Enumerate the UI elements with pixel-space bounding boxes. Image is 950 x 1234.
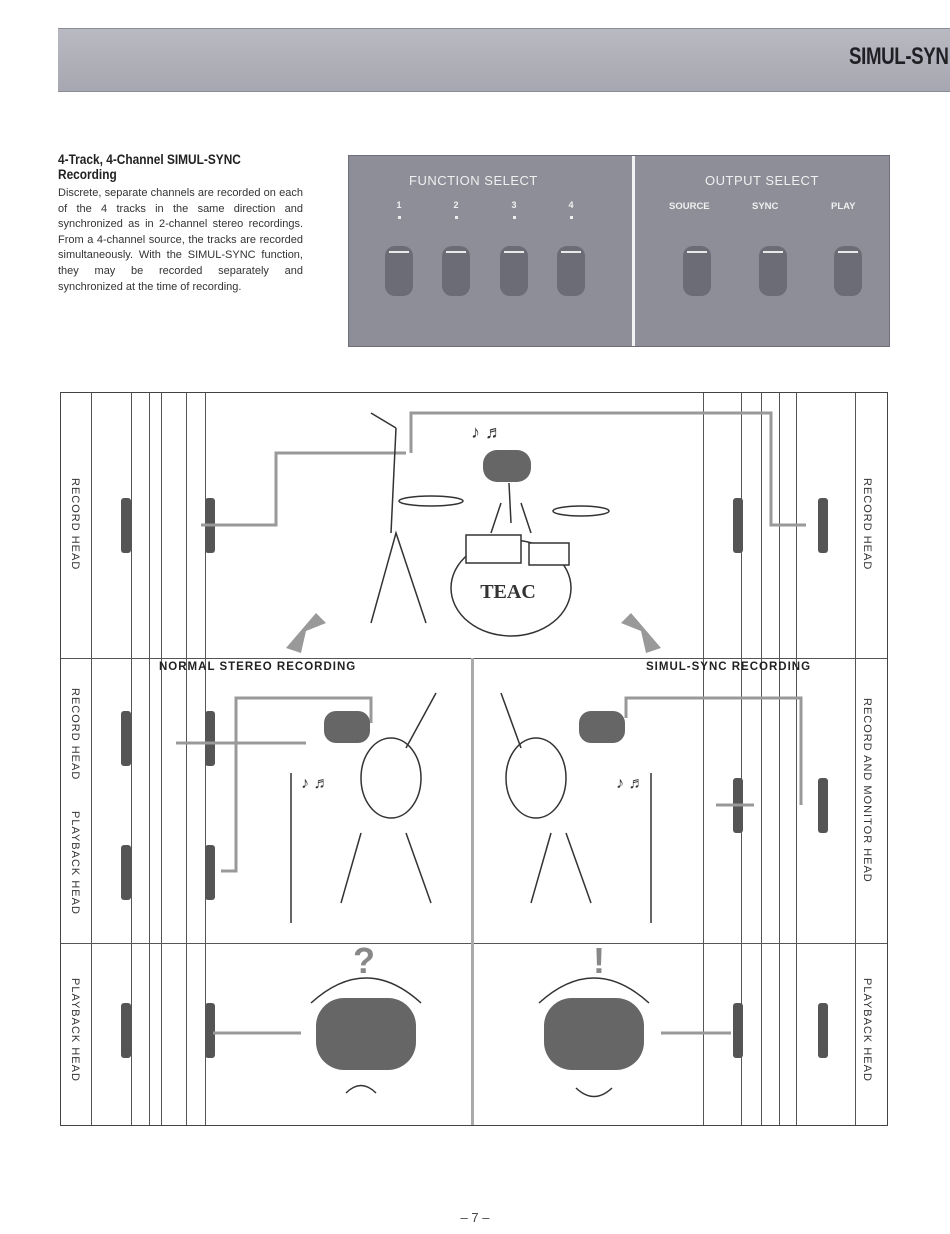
tape-line	[131, 393, 132, 1125]
question-mark: ?	[353, 940, 375, 981]
guitarist-left-head	[324, 711, 370, 743]
exclamation-mark: !	[593, 940, 605, 981]
channel-1-label: 1	[389, 200, 409, 219]
output-select-heading: OUTPUT SELECT	[705, 173, 819, 188]
section-title: 4-Track, 4-Channel SIMUL-SYNC Recording	[58, 152, 241, 182]
output-play-switch	[834, 246, 862, 296]
music-notes-right: ♪ ♬	[616, 775, 644, 792]
guitar-right	[505, 737, 567, 819]
control-panel-photo: FUNCTION SELECT OUTPUT SELECT 1 2 3 4 SO…	[348, 155, 890, 347]
output-sync-label: SYNC	[752, 201, 779, 212]
arrow-down-right	[621, 613, 661, 653]
headphone-band-right	[538, 977, 650, 1004]
frown-mouth	[345, 1084, 377, 1094]
tape-line	[149, 393, 150, 1125]
channel-1-switch	[385, 246, 413, 296]
channel-2-switch	[442, 246, 470, 296]
playback-head-block	[205, 1003, 215, 1058]
page-number: – 7 –	[460, 1210, 490, 1225]
header-banner: SIMUL-SYN	[58, 28, 950, 92]
signal-path-drum-to-record	[201, 451, 406, 527]
record-head-label-top-right: RECORD HEAD	[861, 478, 873, 571]
cymbal-left	[398, 495, 464, 507]
smile-mouth	[575, 1087, 613, 1098]
channel-2-label: 2	[446, 200, 466, 219]
stand-legs	[370, 530, 427, 624]
guitarist-right-legs	[530, 832, 592, 904]
row-divider	[61, 658, 887, 659]
page-title: SIMUL-SYN	[848, 43, 949, 70]
tape-edge-left	[91, 393, 92, 1125]
tape-line	[741, 393, 742, 1125]
record-head-label-top-left: RECORD HEAD	[69, 478, 81, 571]
record-head-label-mid-left: RECORD HEAD	[69, 688, 81, 781]
output-source-label: SOURCE	[669, 201, 710, 212]
playback-head-label-bottom-left: PLAYBACK HEAD	[69, 978, 81, 1082]
playback-head-block	[121, 1003, 131, 1058]
record-monitor-head-block	[818, 778, 828, 833]
normal-stereo-caption: NORMAL STEREO RECORDING	[159, 661, 357, 673]
tape-line	[703, 393, 704, 1125]
record-head-block	[733, 498, 743, 553]
record-head-block	[818, 498, 828, 553]
row-divider	[61, 943, 887, 944]
section-body: Discrete, separate channels are recorded…	[58, 187, 303, 293]
playback-head-label-bottom-right: PLAYBACK HEAD	[861, 978, 873, 1082]
playback-head-label-mid-left: PLAYBACK HEAD	[69, 811, 81, 915]
drummer-body	[490, 482, 532, 534]
headphone-band-left	[310, 977, 422, 1004]
signal-path-playback-to-headphone	[221, 696, 373, 873]
record-head-block	[121, 498, 131, 553]
music-notes-top: ♪ ♬	[471, 422, 503, 442]
channel-3-switch	[500, 246, 528, 296]
playback-head-block	[205, 845, 215, 900]
panel-divider	[632, 156, 635, 346]
tape-line	[761, 393, 762, 1125]
guitar-left	[360, 737, 422, 819]
drum-brand-text: TEAC	[480, 581, 536, 603]
drummer-head	[483, 450, 531, 482]
mic-stand	[390, 427, 397, 534]
center-divider	[471, 658, 474, 1125]
tape-edge-right	[855, 393, 856, 1125]
playback-head-block	[121, 845, 131, 900]
guitarist-left-legs	[340, 832, 432, 904]
output-source-switch	[683, 246, 711, 296]
guitarist-right-head	[579, 711, 625, 743]
cymbal-right	[552, 505, 610, 517]
listener-right-head	[544, 998, 644, 1070]
simul-sync-diagram: RECORD HEAD RECORD HEAD RECORD HEAD PLAY…	[60, 392, 888, 1126]
tape-line	[796, 393, 797, 1125]
tom-drum	[465, 534, 522, 564]
channel-4-label: 4	[561, 200, 581, 219]
signal-path-right-loop	[624, 696, 803, 805]
listener-left-head	[316, 998, 416, 1070]
music-notes-left: ♪ ♬	[301, 775, 329, 792]
record-head-block	[205, 711, 215, 766]
arrow-down-left	[286, 613, 326, 653]
signal-path-drum-to-record-right	[409, 411, 806, 527]
diagram-illustrations: TEAC ♪ ♬ ♪ ♬ ♪ ♬ ? !	[121, 411, 828, 1098]
function-select-heading: FUNCTION SELECT	[409, 173, 538, 188]
playback-head-block	[818, 1003, 828, 1058]
output-sync-switch	[759, 246, 787, 296]
simul-sync-caption: SIMUL-SYNC RECORDING	[646, 661, 812, 673]
channel-3-label: 3	[504, 200, 524, 219]
output-play-label: PLAY	[831, 201, 856, 212]
record-monitor-head-label: RECORD AND MONITOR HEAD	[861, 698, 873, 883]
playback-head-block	[733, 1003, 743, 1058]
tape-line	[186, 393, 187, 1125]
tape-line	[161, 393, 162, 1125]
floor-tom	[528, 542, 570, 566]
record-head-block	[121, 711, 131, 766]
tape-line	[779, 393, 780, 1125]
channel-4-switch	[557, 246, 585, 296]
